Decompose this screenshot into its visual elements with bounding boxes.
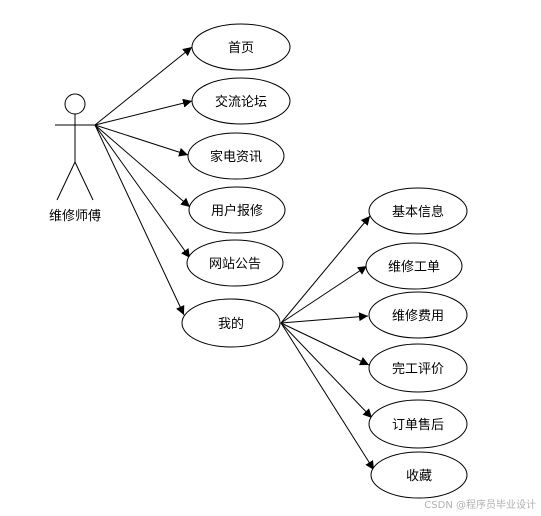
use-case-site-notice[interactable]: 网站公告	[186, 239, 284, 287]
use-case-site-notice-ellipse	[186, 239, 284, 287]
use-case-user-repair-ellipse	[188, 186, 286, 234]
use-case-favorites[interactable]: 收藏	[370, 451, 468, 499]
use-case-home[interactable]: 首页	[191, 23, 291, 71]
use-case-completion-review-ellipse	[368, 343, 468, 393]
actor-associations	[94, 46, 193, 316]
use-case-basic-info-label: 基本信息	[392, 204, 444, 220]
use-case-user-repair-label: 用户报修	[211, 203, 263, 219]
use-case-mine-ellipse	[181, 298, 281, 348]
watermark: CSDN @程序员毕业设计	[424, 498, 536, 511]
actor-label: 维修师傅	[49, 209, 101, 224]
use-case-user-repair[interactable]: 用户报修	[188, 186, 286, 234]
use-case-mine-label: 我的	[218, 316, 244, 332]
sub-use-cases: 基本信息 维修工单 维修费用 完工评价 订单售后 收藏	[365, 187, 468, 499]
use-case-appliance-info-label: 家电资讯	[210, 149, 262, 165]
use-case-favorites-ellipse	[370, 451, 468, 499]
use-case-appliance-info-ellipse	[187, 132, 285, 180]
use-case-basic-info[interactable]: 基本信息	[368, 187, 468, 235]
mine-associations	[280, 215, 375, 471]
association-mine	[94, 124, 185, 316]
association-site-notice	[94, 124, 191, 259]
use-case-home-ellipse	[191, 23, 291, 71]
use-case-appliance-info[interactable]: 家电资讯	[187, 132, 285, 180]
use-case-basic-info-ellipse	[368, 187, 468, 235]
association-repair-order	[280, 265, 368, 324]
use-case-completion-review-label: 完工评价	[392, 362, 444, 377]
association-basic-info	[280, 215, 371, 324]
use-case-repair-order-ellipse	[365, 242, 463, 290]
use-case-after-sales-ellipse	[368, 399, 468, 449]
use-case-forum-label: 交流论坛	[215, 94, 267, 110]
use-case-home-label: 首页	[228, 41, 254, 56]
actor-head	[64, 93, 86, 115]
use-case-site-notice-label: 网站公告	[209, 257, 261, 272]
actor-stick-figure-icon	[55, 93, 95, 201]
use-case-forum[interactable]: 交流论坛	[191, 77, 291, 125]
association-user-repair	[94, 124, 191, 208]
actor-left-leg	[56, 161, 76, 201]
use-cases: 首页 交流论坛 家电资讯 用户报修 网站公告 我的	[181, 23, 291, 348]
association-appliance-info	[94, 124, 189, 157]
use-case-after-sales[interactable]: 订单售后	[368, 399, 468, 449]
use-case-repair-fee-ellipse	[368, 291, 468, 339]
use-case-repair-order-label: 维修工单	[388, 260, 440, 275]
association-after-sales	[280, 322, 373, 419]
use-case-completion-review[interactable]: 完工评价	[368, 343, 468, 393]
use-case-favorites-label: 收藏	[406, 469, 432, 484]
association-home	[94, 46, 193, 126]
use-case-repair-fee[interactable]: 维修费用	[368, 291, 468, 339]
use-case-forum-ellipse	[191, 77, 291, 125]
use-case-repair-order[interactable]: 维修工单	[365, 242, 463, 290]
use-case-mine[interactable]: 我的	[181, 298, 281, 348]
association-favorites	[280, 322, 375, 471]
use-case-repair-fee-label: 维修费用	[392, 309, 444, 324]
association-completion-review	[280, 322, 370, 366]
association-forum	[94, 98, 193, 126]
use-case-after-sales-label: 订单售后	[392, 417, 444, 433]
association-repair-fee	[280, 312, 369, 324]
actor-right-leg	[74, 161, 94, 201]
